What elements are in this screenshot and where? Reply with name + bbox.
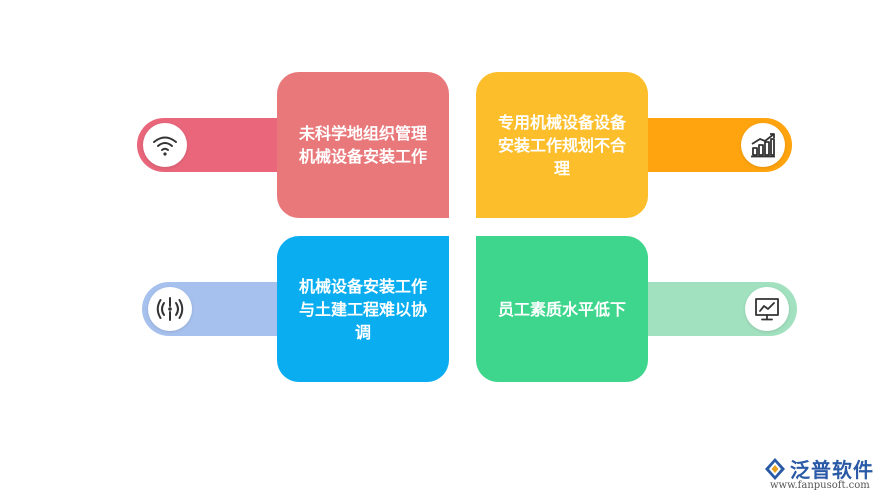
logo-mark-icon	[765, 458, 785, 480]
card-bottom-right: 员工素质水平低下	[476, 236, 648, 382]
wifi-icon	[153, 136, 177, 156]
card-bottom-left-text: 机械设备安装工作与土建工程难以协调	[298, 276, 427, 342]
card-top-left: 未科学地组织管理机械设备安装工作	[277, 72, 449, 218]
card-bottom-right-text: 员工素质水平低下	[497, 299, 626, 319]
top-right-icon-circle	[741, 123, 785, 167]
bottom-left-icon-circle	[148, 287, 192, 331]
card-top-left-text: 未科学地组织管理机械设备安装工作	[298, 124, 427, 166]
card-bottom-left: 机械设备安装工作与土建工程难以协调	[277, 236, 449, 382]
card-top-right-text: 专用机械设备设备安装工作规划不合理	[497, 112, 626, 178]
broadcast-icon	[156, 297, 184, 321]
bar-chart-icon	[751, 133, 775, 158]
brand-logo: 泛普软件 www.fanpusoft.com	[762, 452, 888, 494]
logo-name: 泛普软件	[790, 458, 874, 482]
top-left-icon-circle	[143, 123, 187, 167]
logo-url: www.fanpusoft.com	[770, 480, 870, 491]
card-top-right: 专用机械设备设备安装工作规划不合理	[476, 72, 648, 218]
bottom-right-icon-circle	[745, 287, 789, 331]
monitor-chart-icon	[755, 298, 779, 321]
